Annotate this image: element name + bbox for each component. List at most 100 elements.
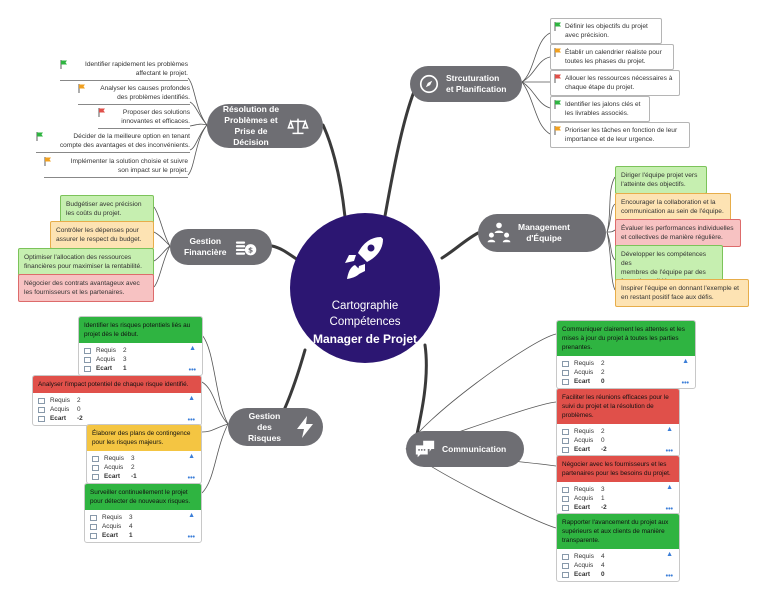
ecart-value: 0	[601, 378, 605, 385]
orange-flag-icon	[44, 157, 51, 166]
central-node[interactable]: Cartographie Compétences Manager de Proj…	[290, 213, 440, 363]
compass-icon	[419, 74, 439, 94]
requis-value: 2	[601, 428, 605, 435]
red-flag-icon	[98, 108, 105, 117]
balance-scale-icon	[287, 118, 309, 135]
financiere-item-1[interactable]: Budgétiser avec précision les coûts du p…	[60, 195, 154, 223]
green-flag-icon	[36, 132, 43, 141]
acquis-icon	[562, 562, 569, 569]
card-title: Faciliter les réunions efficaces pour le…	[557, 389, 679, 424]
communication-card-1[interactable]: Communiquer clairement les attentes et l…	[556, 320, 696, 389]
collapse-icon[interactable]: ▲	[682, 358, 689, 365]
risque-card-1[interactable]: Identifier les risques potentiels liés a…	[78, 316, 203, 376]
acquis-icon	[90, 523, 97, 530]
resolution-item-3[interactable]: Proposer des solutions innovantes et eff…	[98, 108, 190, 129]
chat-bubbles-icon	[415, 440, 435, 458]
communication-card-3[interactable]: Négocier avec les fournisseurs et les pa…	[556, 455, 680, 515]
branch-management-label: Management d'Équipe	[518, 222, 570, 243]
management-item-2[interactable]: Encourager la collaboration et la commun…	[615, 193, 731, 221]
orange-flag-icon	[78, 84, 85, 93]
more-icon[interactable]: •••	[187, 534, 195, 541]
ecart-value: -2	[601, 446, 607, 453]
acquis-value: 1	[601, 495, 605, 502]
financiere-item-4[interactable]: Négocier des contrats avantageux avec le…	[18, 274, 154, 302]
structuration-item-4[interactable]: Identifier les jalons clés et les livrab…	[550, 96, 650, 122]
structuration-item-1[interactable]: Définir les objectifs du projet avec pré…	[550, 18, 662, 44]
more-icon[interactable]: •••	[681, 380, 689, 387]
branch-resolution-label: Résolution de Problèmes et Prise de Déci…	[222, 104, 280, 147]
more-icon[interactable]: •••	[188, 367, 196, 374]
requis-icon	[90, 514, 97, 521]
more-icon[interactable]: •••	[187, 475, 195, 482]
center-title-line1: Cartographie	[331, 300, 399, 312]
more-icon[interactable]: •••	[665, 448, 673, 455]
collapse-icon[interactable]: ▲	[189, 345, 196, 352]
ecart-icon	[562, 446, 569, 453]
branch-communication[interactable]: Communication	[406, 431, 524, 467]
structuration-item-5[interactable]: Prioriser les tâches en fonction de leur…	[550, 122, 690, 148]
risque-card-2[interactable]: Analyser l'impact potentiel de chaque ri…	[32, 375, 202, 426]
branch-financiere[interactable]: Gestion Financière $	[170, 229, 272, 265]
collapse-icon[interactable]: ▲	[666, 551, 673, 558]
requis-icon	[562, 553, 569, 560]
card-title: Analyser l'impact potentiel de chaque ri…	[33, 376, 201, 393]
communication-card-4[interactable]: Rapporter l'avancement du projet aux sup…	[556, 513, 680, 582]
card-title: Surveiller continuellement le projet pou…	[85, 484, 201, 510]
requis-icon	[562, 486, 569, 493]
requis-icon	[562, 360, 569, 367]
structuration-item-2[interactable]: Établir un calendrier réaliste pour tout…	[550, 44, 674, 70]
branch-communication-label: Communication	[442, 443, 507, 454]
structuration-item-3[interactable]: Allouer les ressources nécessaires à cha…	[550, 70, 680, 96]
financiere-item-2[interactable]: Contrôler les dépenses pour assurer le r…	[50, 221, 154, 249]
more-icon[interactable]: •••	[187, 417, 195, 424]
more-icon[interactable]: •••	[665, 506, 673, 513]
acquis-icon	[84, 356, 91, 363]
orange-flag-icon	[554, 126, 561, 135]
collapse-icon[interactable]: ▲	[188, 512, 195, 519]
management-item-3[interactable]: Évaluer les performances individuelles e…	[615, 219, 741, 247]
collapse-icon[interactable]: ▲	[188, 453, 195, 460]
ecart-value: 1	[129, 532, 133, 539]
financiere-item-3[interactable]: Optimiser l'allocation des ressources fi…	[18, 248, 154, 276]
branch-management[interactable]: Management d'Équipe	[478, 214, 606, 252]
green-flag-icon	[60, 60, 67, 69]
branch-structuration[interactable]: Strcuturation et Planification	[410, 66, 522, 102]
risque-card-4[interactable]: Surveiller continuellement le projet pou…	[84, 483, 202, 543]
resolution-item-4[interactable]: Décider de la meilleure option en tenant…	[36, 132, 190, 153]
requis-value: 3	[601, 486, 605, 493]
ecart-value: -2	[77, 415, 83, 422]
branch-resolution[interactable]: Résolution de Problèmes et Prise de Déci…	[207, 104, 323, 148]
collapse-icon[interactable]: ▲	[666, 426, 673, 433]
requis-value: 2	[601, 360, 605, 367]
team-icon	[487, 222, 511, 243]
acquis-icon	[562, 437, 569, 444]
acquis-value: 0	[601, 437, 605, 444]
acquis-value: 0	[77, 406, 81, 413]
collapse-icon[interactable]: ▲	[666, 484, 673, 491]
ecart-value: 1	[123, 365, 127, 372]
risque-card-3[interactable]: Élaborer des plans de contingence pour l…	[86, 424, 202, 484]
lightning-icon	[297, 416, 313, 438]
ecart-value: -2	[601, 504, 607, 511]
svg-text:$: $	[248, 246, 253, 255]
resolution-item-1[interactable]: Identifier rapidement les problèmes affe…	[60, 60, 188, 81]
card-title: Communiquer clairement les attentes et l…	[557, 321, 695, 356]
acquis-value: 3	[123, 356, 127, 363]
resolution-item-5[interactable]: Implémenter la solution choisie et suivr…	[44, 157, 188, 178]
communication-card-2[interactable]: Faciliter les réunions efficaces pour le…	[556, 388, 680, 457]
requis-value: 3	[131, 455, 135, 462]
requis-icon	[38, 397, 45, 404]
ecart-icon	[90, 532, 97, 539]
acquis-value: 4	[129, 523, 133, 530]
ecart-icon	[562, 571, 569, 578]
management-item-5[interactable]: Inspirer l'équipe en donnant l'exemple e…	[615, 279, 749, 307]
requis-value: 2	[123, 347, 127, 354]
resolution-item-2[interactable]: Analyser les causes profondes des problè…	[78, 84, 190, 105]
acquis-icon	[562, 369, 569, 376]
red-flag-icon	[554, 74, 561, 83]
acquis-icon	[38, 406, 45, 413]
management-item-1[interactable]: Diriger l'équipe projet vers l'atteinte …	[615, 166, 707, 194]
more-icon[interactable]: •••	[665, 573, 673, 580]
collapse-icon[interactable]: ▲	[188, 395, 195, 402]
branch-risques[interactable]: Gestion des Risques	[228, 408, 323, 446]
